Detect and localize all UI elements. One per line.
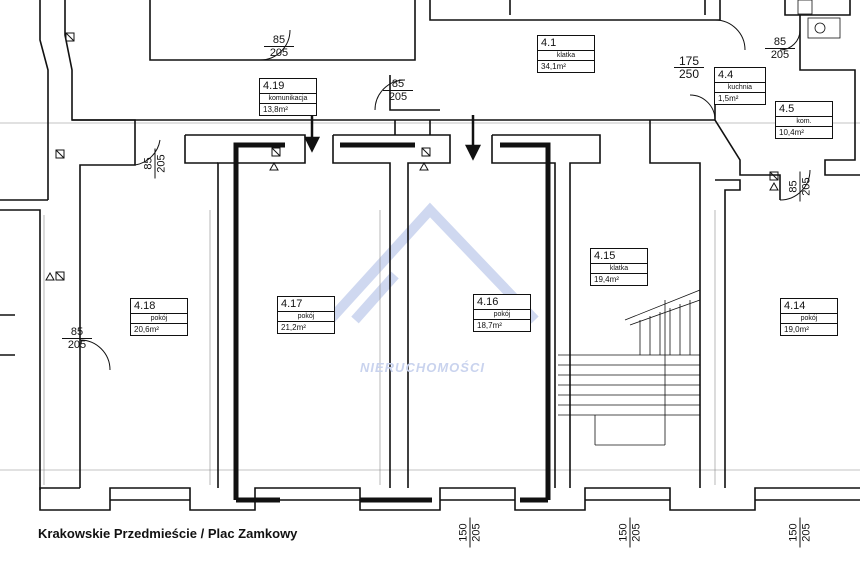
door-width: 85 — [264, 34, 294, 47]
highlight-walls — [233, 142, 551, 503]
door-dimension: 150 205 — [457, 517, 483, 548]
room-number: 4.4 — [715, 68, 765, 83]
door-width: 85 — [787, 171, 801, 202]
room-area: 13,8m² — [263, 105, 288, 114]
room-label-4-5: 4.5 kom. 10,4m² — [775, 101, 833, 139]
entry-arrows — [303, 115, 482, 161]
door-width: 85 — [62, 326, 92, 339]
door-height: 205 — [770, 49, 790, 61]
room-label-4-19: 4.19 komunikacja 13,8m² — [259, 78, 317, 116]
door-height: 205 — [155, 154, 168, 173]
room-number: 4.14 — [781, 299, 837, 314]
watermark-logo — [326, 202, 539, 324]
radiator-markers — [45, 32, 779, 281]
door-height: 250 — [678, 67, 700, 81]
room-number: 4.15 — [591, 249, 647, 264]
room-area: 21,2m² — [281, 323, 306, 332]
room-area: 10,4m² — [779, 128, 804, 137]
door-dimension: 85 205 — [765, 36, 795, 61]
room-name: komunikacja — [260, 94, 316, 104]
door-dimension: 85 205 — [142, 148, 168, 179]
door-height: 205 — [67, 339, 87, 351]
walls — [0, 0, 860, 511]
room-label-4-4: 4.4 kuchnia 1,5m² — [714, 67, 766, 105]
door-dimension: 85 205 — [383, 78, 413, 103]
door-swings — [79, 19, 811, 371]
watermark-text: NIERUCHOMOŚCI — [360, 360, 485, 375]
door-height: 205 — [388, 91, 408, 103]
room-number: 4.18 — [131, 299, 187, 314]
door-width: 150 — [457, 517, 471, 548]
room-name: pokój — [781, 314, 837, 324]
room-label-4-15: 4.15 klatka 19,4m² — [590, 248, 648, 286]
room-number: 4.5 — [776, 102, 832, 117]
room-area: 18,7m² — [477, 321, 502, 330]
room-name: kom. — [776, 117, 832, 127]
door-width: 85 — [765, 36, 795, 49]
door-dimension: 85 205 — [264, 34, 294, 59]
door-width: 150 — [617, 517, 631, 548]
street-caption: Krakowskie Przedmieście / Plac Zamkowy — [38, 526, 298, 541]
room-number: 4.1 — [538, 36, 594, 51]
room-name: klatka — [538, 51, 594, 61]
room-area: 19,4m² — [594, 275, 619, 284]
room-area: 20,6m² — [134, 325, 159, 334]
room-name: pokój — [474, 310, 530, 320]
room-label-4-1: 4.1 klatka 34,1m² — [537, 35, 595, 73]
door-height: 205 — [630, 523, 643, 542]
door-height: 205 — [800, 177, 813, 196]
door-width: 85 — [383, 78, 413, 91]
door-dimension: 175 250 — [674, 55, 704, 80]
room-label-4-16: 4.16 pokój 18,7m² — [473, 294, 531, 332]
door-height: 205 — [470, 523, 483, 542]
room-name: pokój — [278, 312, 334, 322]
sink-fixture — [797, 0, 841, 39]
door-width: 85 — [142, 148, 156, 179]
room-name: pokój — [131, 314, 187, 324]
door-width: 150 — [787, 517, 801, 548]
room-area: 34,1m² — [541, 62, 566, 71]
door-height: 205 — [269, 47, 289, 59]
door-dimension: 85 205 — [62, 326, 92, 351]
door-dimension: 85 205 — [787, 171, 813, 202]
dimension-lines — [0, 122, 860, 485]
door-dimension: 150 205 — [787, 517, 813, 548]
door-width: 175 — [674, 55, 704, 68]
room-name: klatka — [591, 264, 647, 274]
room-label-4-17: 4.17 pokój 21,2m² — [277, 296, 335, 334]
room-number: 4.16 — [474, 295, 530, 310]
staircase — [558, 289, 701, 446]
room-label-4-18: 4.18 pokój 20,6m² — [130, 298, 188, 336]
room-number: 4.19 — [260, 79, 316, 94]
room-area: 1,5m² — [718, 94, 739, 103]
room-label-4-14: 4.14 pokój 19,0m² — [780, 298, 838, 336]
room-number: 4.17 — [278, 297, 334, 312]
door-dimension: 150 205 — [617, 517, 643, 548]
room-name: kuchnia — [715, 83, 765, 93]
room-area: 19,0m² — [784, 325, 809, 334]
door-height: 205 — [800, 523, 813, 542]
